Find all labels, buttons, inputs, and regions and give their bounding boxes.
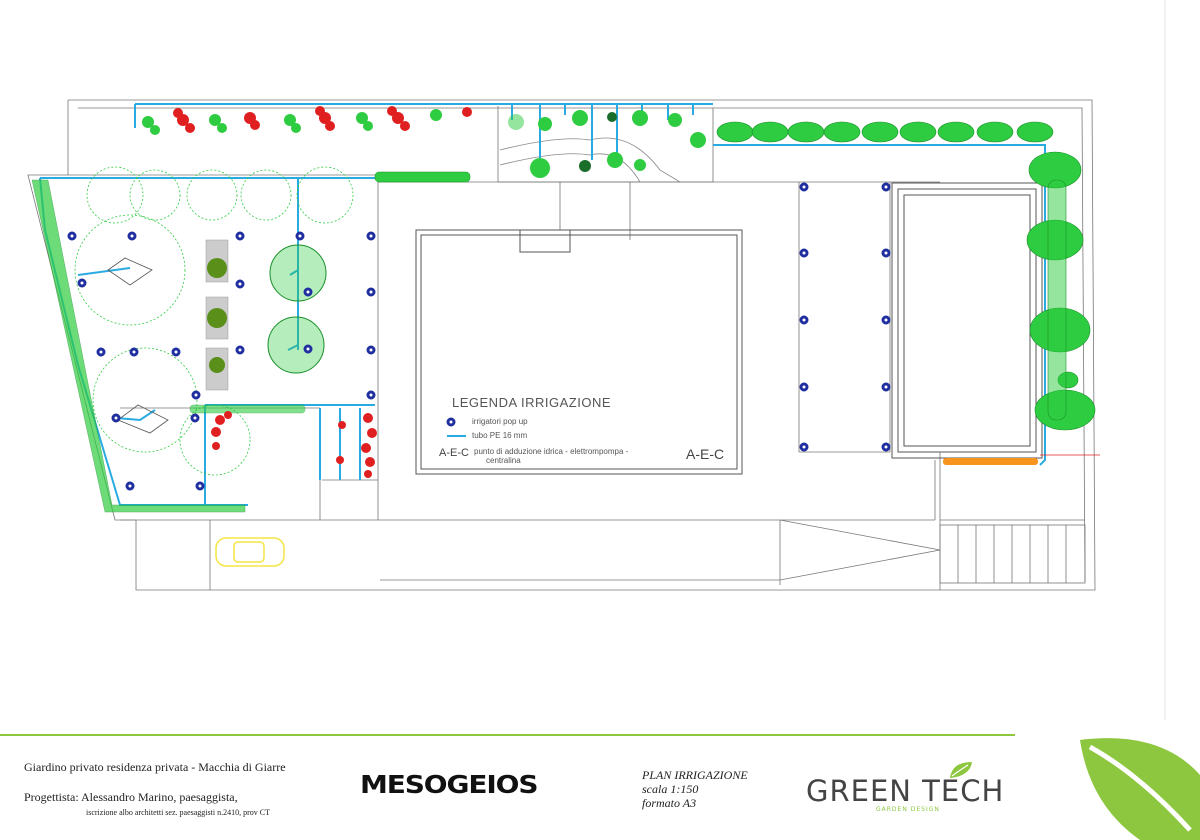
legend-aec-label-2: centralina <box>486 456 521 465</box>
pool-outline <box>891 182 1043 459</box>
plan-format: formato A3 <box>642 796 697 810</box>
orange-plants <box>943 458 1038 465</box>
legend-aec-label-1: punto di adduzione idrica - elettrompomp… <box>474 447 629 456</box>
irrigation-legend: LEGENDA IRRIGAZIONE irrigatori pop up tu… <box>439 395 724 465</box>
hedge-plants <box>31 171 471 513</box>
plan-aec-code: A-E-C <box>686 446 724 462</box>
legend-aec-code: A-E-C <box>439 447 469 459</box>
irrigation-plan: LEGENDA IRRIGAZIONE irrigatori pop up tu… <box>27 0 1166 720</box>
legend-pipe-label: tubo PE 16 mm <box>472 431 527 440</box>
stepping-stones <box>205 239 229 391</box>
house-outline <box>415 229 743 475</box>
garden-path <box>499 137 681 183</box>
red-flowers <box>173 106 472 478</box>
plan-name: PLAN IRRIGAZIONE <box>642 768 748 782</box>
leaf-icon <box>950 762 972 778</box>
green-tech-logo: GREEN TECH <box>806 774 1005 808</box>
stairs <box>939 524 1086 584</box>
round-shrubs <box>267 244 327 374</box>
footer-divider <box>0 734 1015 736</box>
corner-leaf-icon <box>1080 738 1200 840</box>
plan-info: PLAN IRRIGAZIONE scala 1:150 formato A3 <box>642 768 748 810</box>
property-outline <box>27 99 1096 591</box>
mesogeios-logo: MESOGEIOS <box>360 770 539 799</box>
pop-up-sprinkler-icon <box>446 417 456 427</box>
designer-name: Progettista: Alessandro Marino, paesaggi… <box>24 790 238 804</box>
fountain-features <box>107 257 169 434</box>
tree-canopies <box>74 166 354 476</box>
pop-up-sprinklers <box>67 182 891 491</box>
shrub-clusters <box>142 109 706 178</box>
irrigation-pipes <box>39 103 1046 506</box>
palm-hedge <box>716 121 1096 431</box>
legend-title: LEGENDA IRRIGAZIONE <box>452 395 611 410</box>
car-icon <box>215 537 285 567</box>
registry-info: iscrizione albo architetti sez. paesaggi… <box>86 808 270 817</box>
plan-scale: scala 1:150 <box>642 782 699 796</box>
project-title: Giardino privato residenza privata - Mac… <box>24 760 286 774</box>
legend-sprinkler-label: irrigatori pop up <box>472 417 528 426</box>
green-tech-subtitle: GARDEN DESIGN <box>876 806 940 813</box>
